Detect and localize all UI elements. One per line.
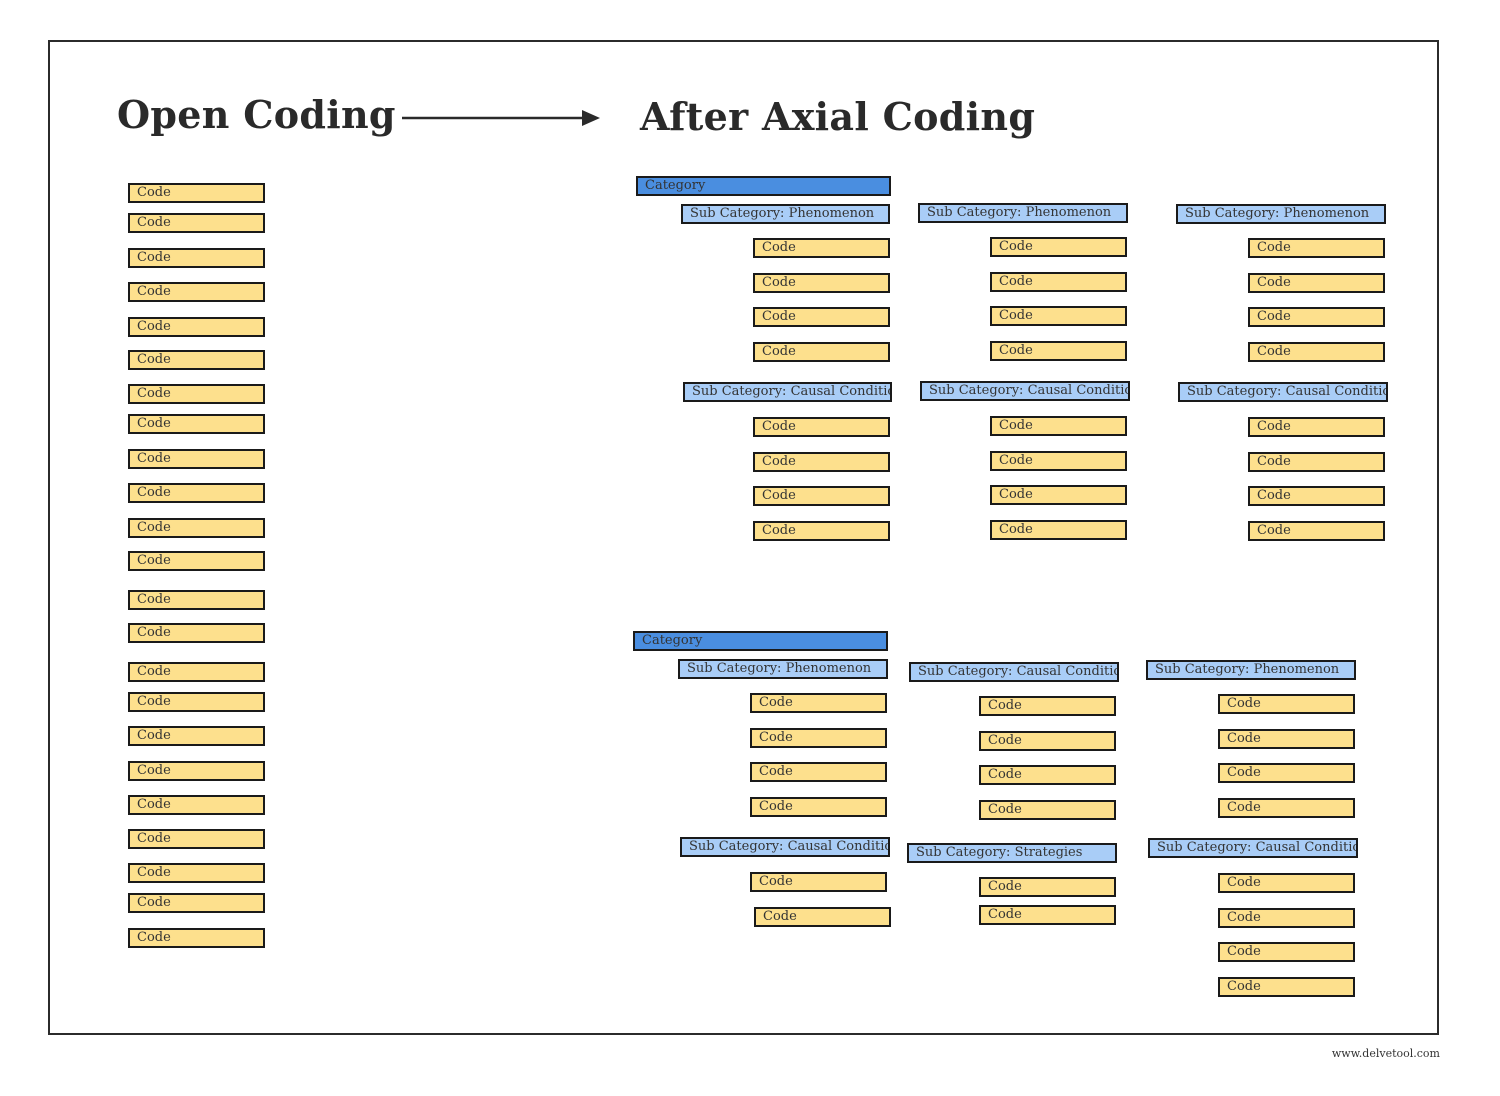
code-item: Code <box>128 248 265 268</box>
code-item: Code <box>1218 908 1355 928</box>
code-item: Code <box>753 307 890 327</box>
subcategory-strategies: Sub Category: Strategies <box>907 843 1117 863</box>
subcategory-causal-condition: Sub Category: Causal Condition <box>920 381 1130 401</box>
code-item: Code <box>753 417 890 437</box>
code-item: Code <box>753 342 890 362</box>
code-item: Code <box>750 728 887 748</box>
code-item: Code <box>753 273 890 293</box>
code-item: Code <box>128 662 265 682</box>
code-item: Code <box>1218 873 1355 893</box>
subcategory-phenomenon: Sub Category: Phenomenon <box>918 203 1128 223</box>
code-item: Code <box>128 623 265 643</box>
code-item: Code <box>753 521 890 541</box>
subcategory-causal-condition: Sub Category: Causal Condition <box>683 382 892 402</box>
code-item: Code <box>1248 273 1385 293</box>
code-item: Code <box>750 693 887 713</box>
code-item: Code <box>128 449 265 469</box>
code-item: Code <box>128 692 265 712</box>
code-item: Code <box>128 726 265 746</box>
code-item: Code <box>128 350 265 370</box>
code-item: Code <box>1248 521 1385 541</box>
code-item: Code <box>1218 729 1355 749</box>
subcategory-phenomenon: Sub Category: Phenomenon <box>1176 204 1386 224</box>
code-item: Code <box>750 872 887 892</box>
code-item: Code <box>128 795 265 815</box>
code-item: Code <box>990 485 1127 505</box>
code-item: Code <box>979 877 1116 897</box>
code-item: Code <box>990 272 1127 292</box>
axial-coding-title: After Axial Coding <box>640 94 1036 139</box>
code-item: Code <box>128 213 265 233</box>
code-item: Code <box>990 451 1127 471</box>
code-item: Code <box>128 183 265 203</box>
code-item: Code <box>128 590 265 610</box>
code-item: Code <box>979 765 1116 785</box>
subcategory-phenomenon: Sub Category: Phenomenon <box>1146 660 1356 680</box>
code-item: Code <box>128 317 265 337</box>
code-item: Code <box>128 761 265 781</box>
code-item: Code <box>750 797 887 817</box>
code-item: Code <box>979 696 1116 716</box>
subcategory-causal-condition: Sub Category: Causal Condition <box>680 837 890 857</box>
code-item: Code <box>1248 486 1385 506</box>
code-item: Code <box>128 483 265 503</box>
code-item: Code <box>128 863 265 883</box>
code-item: Code <box>979 800 1116 820</box>
code-item: Code <box>1248 307 1385 327</box>
category-header: Category <box>633 631 888 651</box>
code-item: Code <box>753 452 890 472</box>
code-item: Code <box>753 238 890 258</box>
code-item: Code <box>128 282 265 302</box>
code-item: Code <box>128 551 265 571</box>
code-item: Code <box>990 237 1127 257</box>
subcategory-causal-condition: Sub Category: Causal Condition <box>1178 382 1388 402</box>
code-item: Code <box>1248 417 1385 437</box>
code-item: Code <box>1218 977 1355 997</box>
code-item: Code <box>128 414 265 434</box>
subcategory-causal-condition: Sub Category: Causal Condition <box>1148 838 1358 858</box>
code-item: Code <box>1218 798 1355 818</box>
code-item: Code <box>753 486 890 506</box>
footer-url: www.delvetool.com <box>1331 1047 1440 1060</box>
code-item: Code <box>754 907 891 927</box>
code-item: Code <box>128 384 265 404</box>
subcategory-causal-condition: Sub Category: Causal Condition <box>909 662 1119 682</box>
subcategory-phenomenon: Sub Category: Phenomenon <box>681 204 890 224</box>
code-item: Code <box>979 905 1116 925</box>
code-item: Code <box>128 893 265 913</box>
code-item: Code <box>990 306 1127 326</box>
code-item: Code <box>990 341 1127 361</box>
subcategory-phenomenon: Sub Category: Phenomenon <box>678 659 888 679</box>
code-item: Code <box>128 518 265 538</box>
code-item: Code <box>1218 942 1355 962</box>
code-item: Code <box>1218 694 1355 714</box>
code-item: Code <box>1248 238 1385 258</box>
category-header: Category <box>636 176 891 196</box>
open-coding-title: Open Coding <box>117 92 396 137</box>
code-item: Code <box>750 762 887 782</box>
diagram-frame <box>48 40 1439 1035</box>
code-item: Code <box>1248 342 1385 362</box>
code-item: Code <box>128 928 265 948</box>
code-item: Code <box>979 731 1116 751</box>
code-item: Code <box>990 520 1127 540</box>
code-item: Code <box>128 829 265 849</box>
right-arrow-icon <box>402 110 600 126</box>
code-item: Code <box>1248 452 1385 472</box>
code-item: Code <box>1218 763 1355 783</box>
code-item: Code <box>990 416 1127 436</box>
